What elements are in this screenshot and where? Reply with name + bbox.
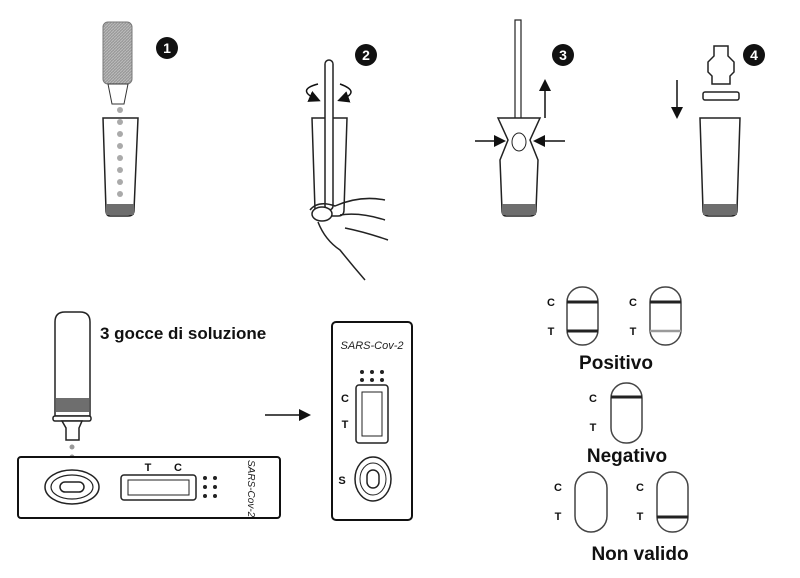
test-cassette-vertical: SARS-Cov-2 C T S [331, 321, 413, 521]
rotate-arrow-icon [337, 83, 352, 103]
t-label: T [342, 419, 349, 431]
result-window [120, 474, 197, 501]
svg-text:1: 1 [163, 40, 171, 56]
t-label: T [548, 326, 555, 338]
swab-stick [324, 59, 334, 211]
result-invalid-no-lines: C T [554, 471, 608, 533]
rotate-arrow-icon [305, 83, 321, 102]
dots-icon [203, 476, 217, 498]
step-4-attach-nozzle: 4 [671, 44, 765, 217]
drops-icon [117, 107, 123, 197]
invalid-label: Non valido [591, 544, 688, 565]
tube-liquid [703, 204, 737, 215]
t-label: T [590, 422, 597, 434]
dropper-tube [54, 311, 91, 417]
svg-text:2: 2 [362, 47, 370, 63]
step-2-rotate-swab: 2 [305, 44, 389, 281]
buffer-bottle-nozzle [107, 83, 129, 105]
tube-liquid [502, 204, 536, 215]
thumb-icon [311, 206, 333, 222]
step-3-badge: 3 [552, 44, 574, 66]
c-label: C [636, 482, 644, 494]
dots-icon [360, 370, 384, 382]
extraction-tube [699, 117, 741, 217]
result-invalid-test-only: C T [636, 471, 689, 533]
step-1-badge: 1 [156, 37, 178, 59]
c-label: C [629, 297, 637, 309]
result-positive-strong: C T [547, 286, 599, 346]
swab-tip [511, 132, 527, 152]
step-4-badge: 4 [743, 44, 765, 66]
t-label: T [630, 326, 637, 338]
apply-drops-step: 3 gocce di soluzione T C SARS-Cov-2 [17, 311, 281, 519]
cassette-brand: SARS-Cov-2 [341, 340, 404, 352]
hand-icon [309, 197, 389, 281]
c-label: C [554, 482, 562, 494]
svg-text:3: 3 [559, 47, 567, 63]
dropper-liquid [56, 398, 89, 412]
buffer-bottle-cap [102, 21, 133, 85]
t-label: T [145, 462, 152, 474]
step-2-badge: 2 [355, 44, 377, 66]
step-1-squeeze-buffer: 1 [102, 21, 178, 217]
step-3-squeeze-remove-swab: 3 [475, 19, 574, 217]
c-label: C [341, 393, 349, 405]
cassette-brand: SARS-Cov-2 [245, 460, 256, 518]
svg-text:4: 4 [750, 47, 758, 63]
tube-liquid [106, 204, 134, 215]
t-label: T [555, 511, 562, 523]
c-label: C [589, 393, 597, 405]
result-window [355, 384, 389, 444]
result-positive-faint: C T [629, 286, 682, 346]
s-label: S [338, 475, 345, 487]
positive-label: Positivo [579, 353, 653, 374]
result-negative: C T [589, 382, 643, 444]
drops-instruction: 3 gocce di soluzione [100, 324, 266, 343]
dropper-tip [60, 420, 84, 441]
t-label: T [637, 511, 644, 523]
nozzle-cap [707, 45, 735, 85]
nozzle-collar [702, 91, 740, 101]
c-label: C [547, 297, 555, 309]
c-label: C [174, 462, 182, 474]
negative-label: Negativo [587, 446, 667, 467]
